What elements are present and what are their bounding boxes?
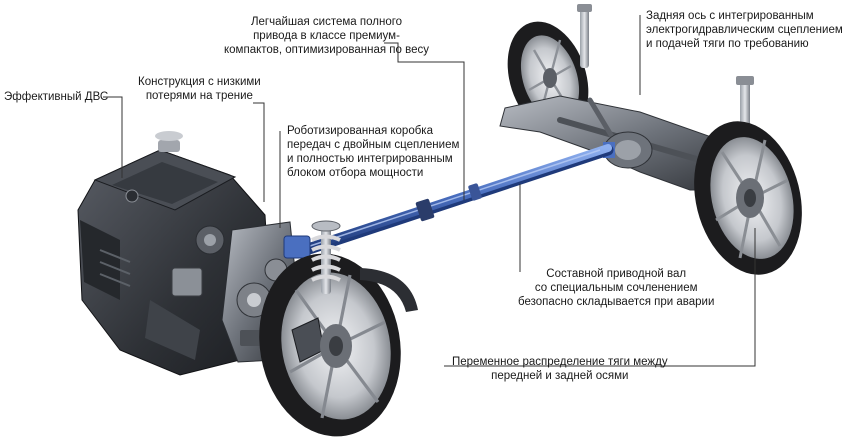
leader-engine: [103, 96, 123, 178]
label-engine: Эффективный ДВС: [4, 91, 109, 103]
front-left-wheel-icon: [259, 253, 418, 437]
front-strut-spring-icon: [311, 220, 341, 294]
rear-right-wheel-icon: [694, 121, 802, 275]
label-awd-system: Легчайшая система полного привода в клас…: [224, 16, 430, 56]
label-rear-axle: Задняя ось с интегрированным электрогидр…: [646, 10, 843, 50]
label-torque-split: Переменное распределение тяги между пере…: [452, 356, 668, 382]
leader-awd: [384, 42, 465, 200]
label-low-friction: Конструкция с низкими потерями на трение: [138, 76, 261, 102]
leader-torque-split: [444, 228, 756, 367]
rear-axle-assembly: [499, 4, 802, 275]
leader-low-friction: [253, 102, 265, 202]
label-prop-shaft: Составной приводной вал со специальным с…: [518, 268, 715, 308]
label-gearbox: Роботизированная коробка передач с двойн…: [287, 125, 460, 179]
propeller-shaft-icon: [294, 144, 614, 258]
leader-lines: [103, 15, 756, 367]
